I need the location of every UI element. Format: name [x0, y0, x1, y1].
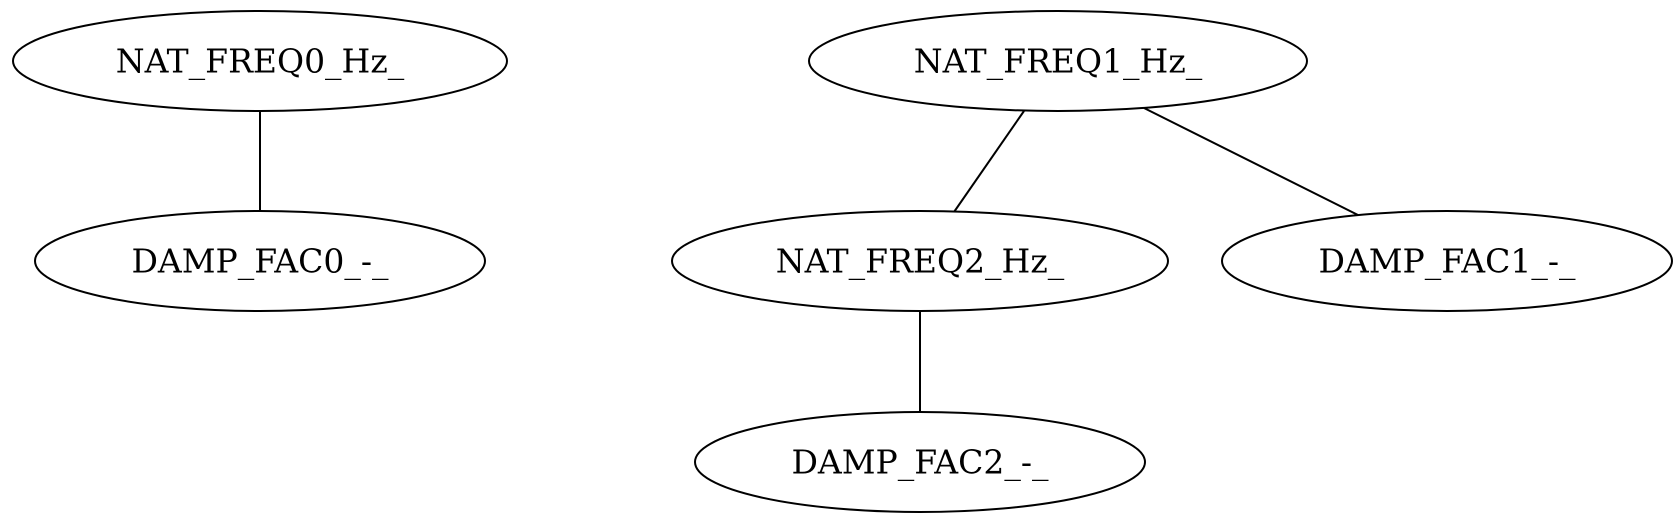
node-damp-fac0[interactable]: DAMP_FAC0_-_	[34, 210, 486, 312]
node-nat-freq0[interactable]: NAT_FREQ0_Hz_	[12, 10, 508, 112]
node-damp-fac0-label: DAMP_FAC0_-_	[131, 242, 389, 282]
node-nat-freq2[interactable]: NAT_FREQ2_Hz_	[671, 210, 1169, 312]
node-damp-fac2[interactable]: DAMP_FAC2_-_	[694, 411, 1146, 513]
edges	[259, 107, 1359, 412]
node-damp-fac0-ellipse	[34, 210, 486, 312]
node-nat-freq1-ellipse	[808, 10, 1308, 112]
node-nat-freq0-label: NAT_FREQ0_Hz_	[116, 42, 405, 82]
node-damp-fac1-ellipse	[1221, 210, 1673, 312]
node-nat-freq2-label: NAT_FREQ2_Hz_	[776, 242, 1065, 282]
node-damp-fac2-label: DAMP_FAC2_-_	[791, 443, 1049, 483]
edge-natfreq1-dampfac1	[1143, 107, 1359, 216]
node-nat-freq2-ellipse	[671, 210, 1169, 312]
node-damp-fac1-label: DAMP_FAC1_-_	[1318, 242, 1576, 282]
node-damp-fac1[interactable]: DAMP_FAC1_-_	[1221, 210, 1673, 312]
node-nat-freq0-ellipse	[12, 10, 508, 112]
node-nat-freq1-label: NAT_FREQ1_Hz_	[914, 42, 1203, 82]
node-nat-freq1[interactable]: NAT_FREQ1_Hz_	[808, 10, 1308, 112]
node-damp-fac2-ellipse	[694, 411, 1146, 513]
edge-natfreq1-natfreq2	[953, 110, 1025, 213]
